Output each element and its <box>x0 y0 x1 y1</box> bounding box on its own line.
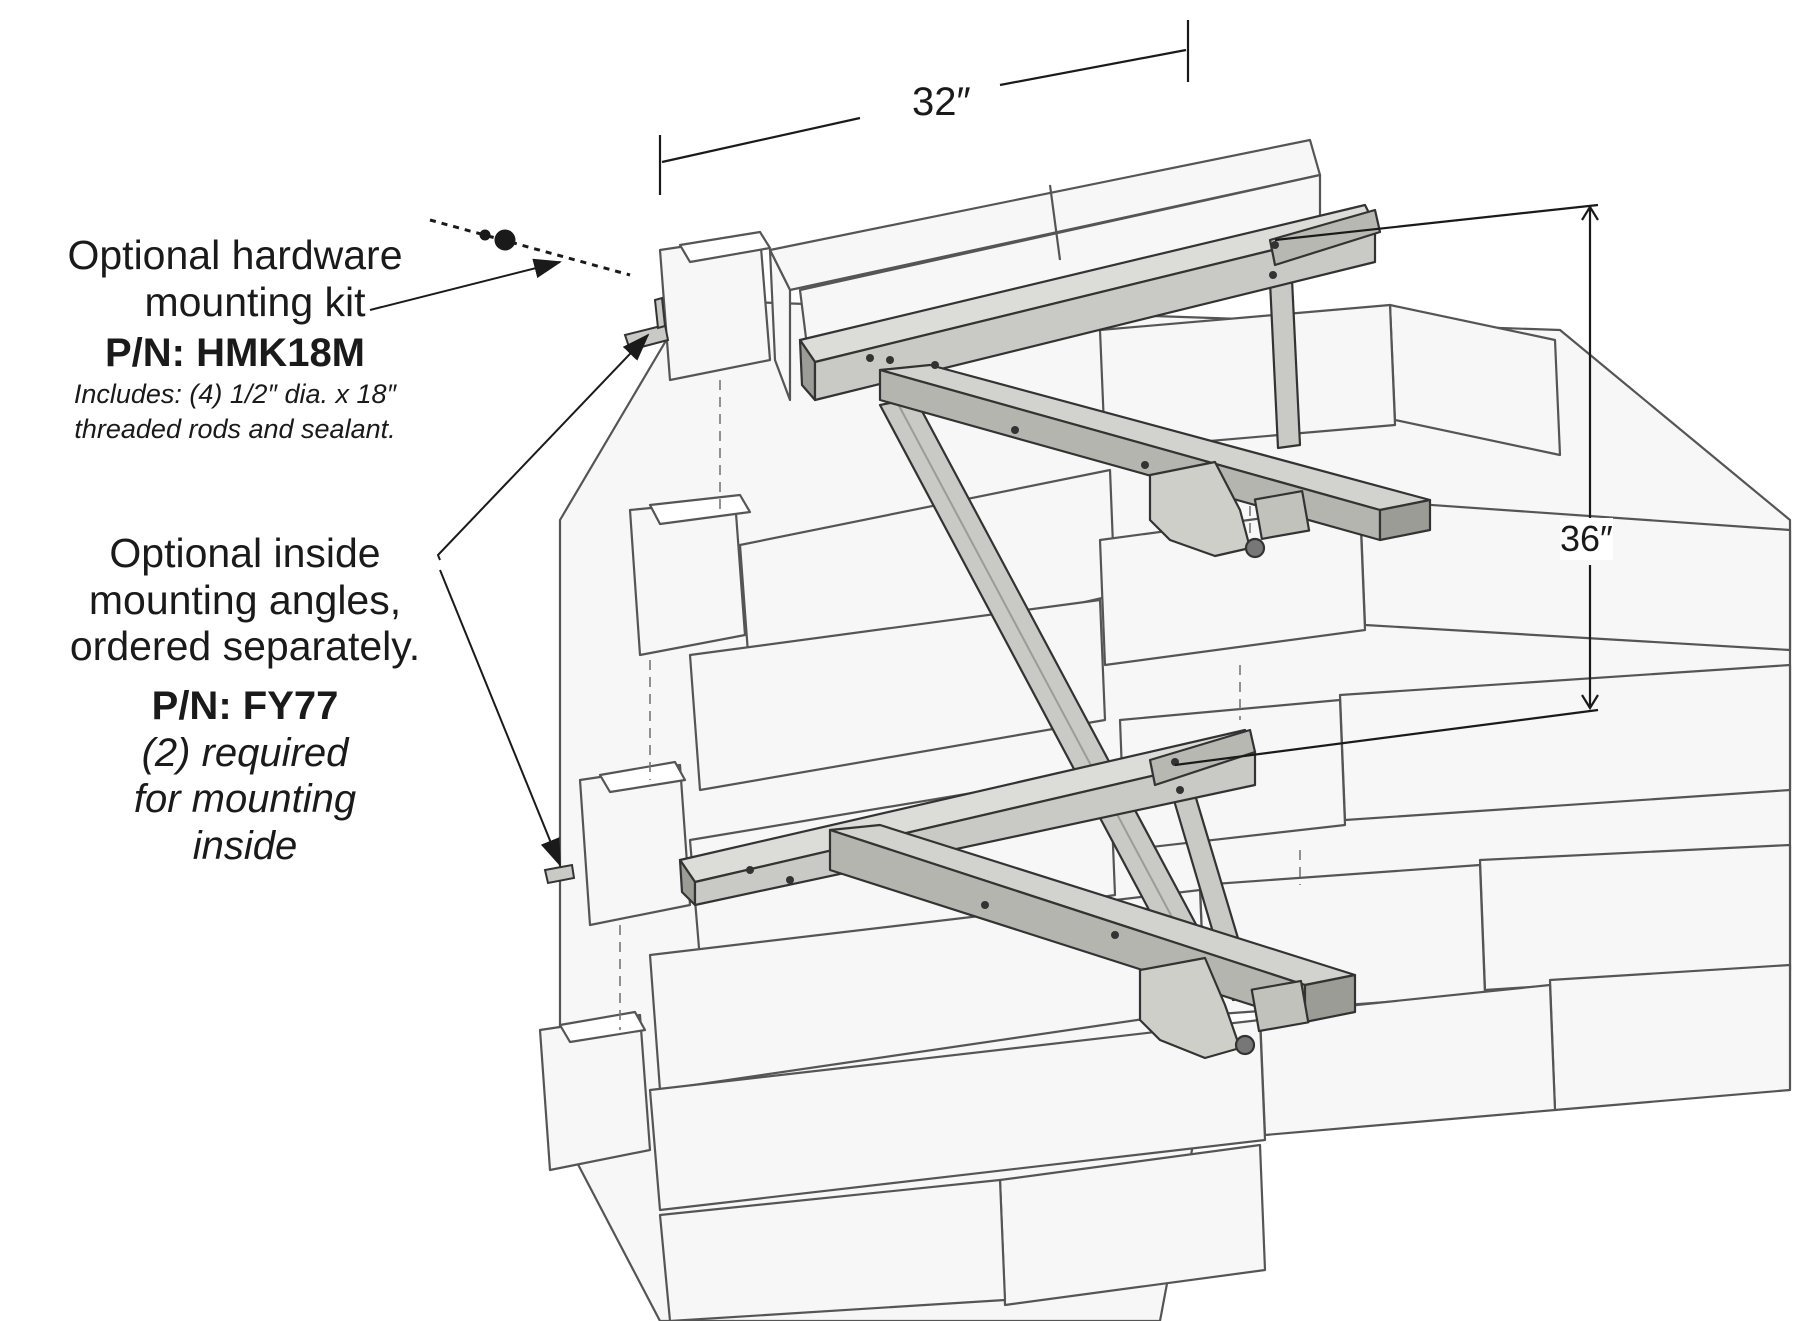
upper-u-clamp <box>1148 460 1252 558</box>
steel-bracket-frame <box>678 203 1432 1060</box>
upper-bracket <box>798 203 1432 559</box>
block-course-2 <box>628 303 1562 682</box>
leader-lines <box>369 258 650 867</box>
threaded-rod <box>429 218 631 277</box>
hardware-kit-callout: Optional hardware mounting kit P/N: HMK1… <box>20 232 450 447</box>
hardware-kit-title-2: mounting kit <box>144 278 366 325</box>
block-course-3 <box>688 498 1792 792</box>
inside-angles-detail-3: inside <box>192 823 298 868</box>
inside-angles-part-number: P/N: FY77 <box>151 684 339 729</box>
hardware-kit-detail-1: Includes: (4) 1/2″ dia. x 18″ <box>73 379 397 410</box>
block-wall <box>538 138 1792 1321</box>
height-dimension-label: 36″ <box>1560 518 1613 560</box>
inside-angles-detail-1: (2) required <box>141 730 349 775</box>
lower-u-clamp <box>1138 956 1242 1060</box>
inside-angles-title-3: ordered separately. <box>69 623 421 670</box>
inside-angles-callout: Optional inside mounting angles, ordered… <box>30 530 460 869</box>
block-course-6 <box>538 963 1792 1212</box>
hardware-kit-part-number: P/N: HMK18M <box>104 331 366 376</box>
dimension-lines <box>658 20 1599 767</box>
inside-angle-bottom <box>543 863 576 885</box>
inside-angle-top <box>623 296 670 352</box>
inside-angles-title-2: mounting angles, <box>88 576 402 623</box>
width-dimension-label: 32″ <box>912 80 971 125</box>
hardware-kit-detail-2: threaded rods and sealant. <box>74 414 396 445</box>
block-course-1 <box>658 138 1322 402</box>
inside-angles-title-1: Optional inside <box>109 530 381 576</box>
block-course-7 <box>658 1143 1267 1321</box>
lower-bracket <box>678 728 1357 1060</box>
inside-angles-detail-2: for mounting <box>133 777 357 822</box>
hardware-kit-title-1: Optional hardware <box>67 232 403 278</box>
